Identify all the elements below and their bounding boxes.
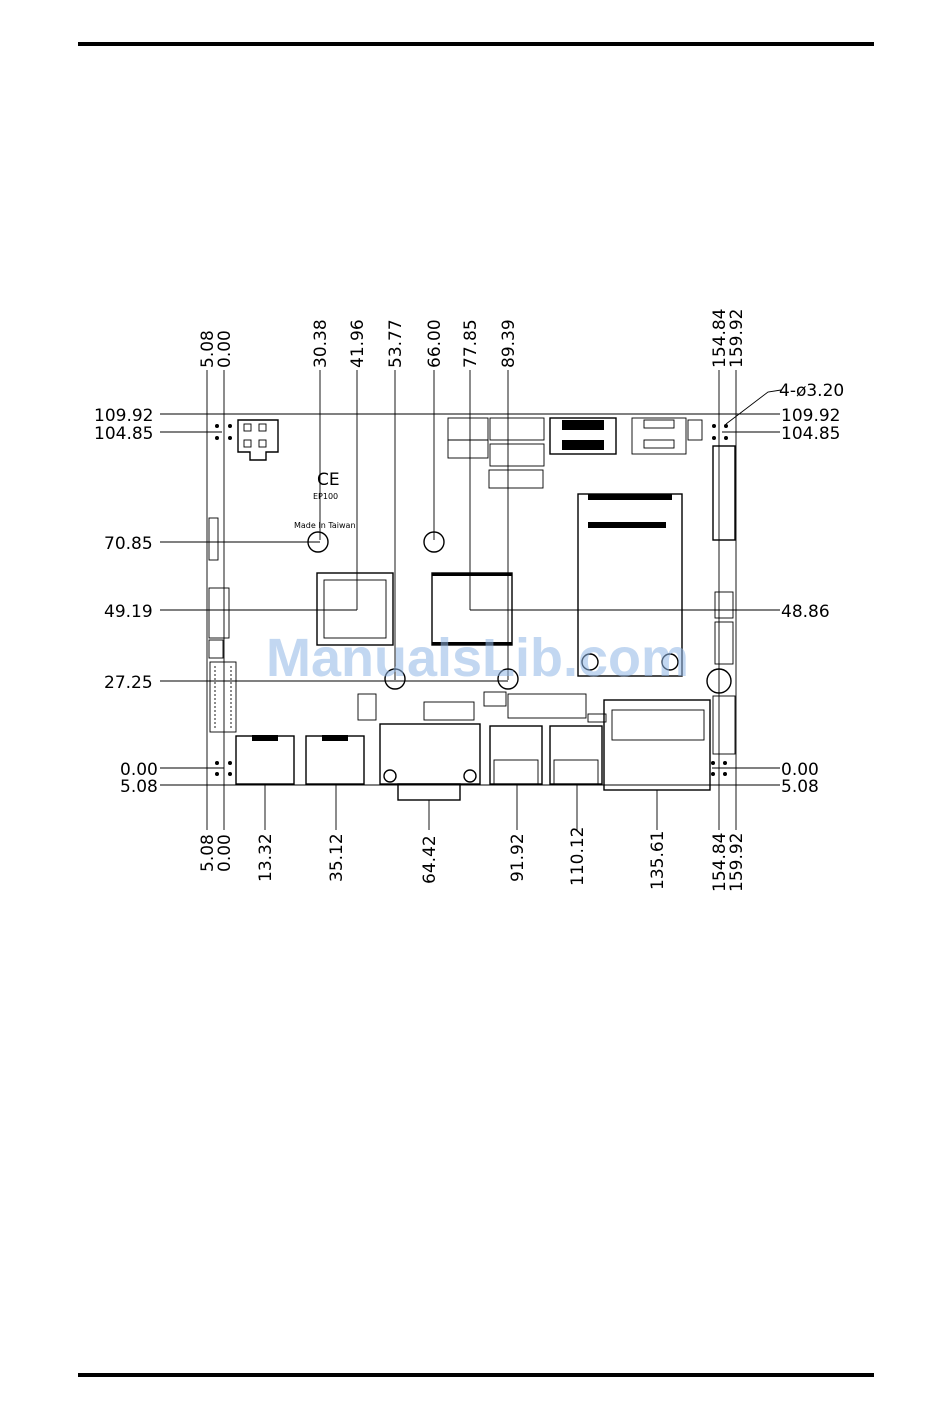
- small-jumper-2: [588, 714, 606, 722]
- watermark: ManualsLib.com: [266, 628, 689, 688]
- sata-connectors: [448, 418, 544, 488]
- lvds-connector: [210, 662, 236, 732]
- lan-port-1: [490, 726, 542, 784]
- label-left-49-19: 49.19: [104, 602, 153, 622]
- audio-connector: [508, 694, 586, 718]
- label-top-30-38: 30.38: [311, 319, 331, 368]
- label-left-70-85: 70.85: [104, 534, 153, 554]
- right-dimension-labels: 4-ø3.20 109.92 104.85 48.86 0.00 5.08: [779, 381, 844, 797]
- label-top-89-39: 89.39: [499, 319, 519, 368]
- usb-port-1: [236, 735, 294, 784]
- label-left-27-25: 27.25: [104, 673, 153, 693]
- label-right-109-92: 109.92: [781, 406, 840, 426]
- label-mounting-holes: 4-ø3.20: [779, 381, 844, 401]
- label-bottom-159-92: 159.92: [727, 833, 747, 892]
- right-header-3: [715, 622, 733, 664]
- label-right-104-85: 104.85: [781, 424, 840, 444]
- label-top-159-92: 159.92: [727, 309, 747, 368]
- com-port: [604, 700, 710, 790]
- power-connector: [238, 420, 278, 460]
- label-bottom-13-32: 13.32: [256, 833, 276, 882]
- right-header-2: [715, 592, 733, 618]
- label-bottom-110-12: 110.12: [568, 827, 588, 886]
- mounting-hole-bottom-left: [215, 761, 232, 776]
- label-top-66-00: 66.00: [425, 319, 445, 368]
- lvds-pins: [215, 666, 231, 728]
- label-right-5-08: 5.08: [781, 777, 819, 797]
- vga-dvi-connector: [380, 724, 480, 800]
- label-bottom-35-12: 35.12: [327, 833, 347, 882]
- label-top-53-77: 53.77: [386, 319, 406, 368]
- left-header-3: [209, 640, 223, 658]
- label-top-0-00: 0.00: [215, 330, 235, 368]
- fan-connector: [358, 694, 376, 720]
- small-connector-top: [632, 418, 702, 454]
- right-header-1: [713, 446, 735, 540]
- bottom-dimension-labels: 5.08 0.00 13.32 35.12 64.42 91.92 110.12…: [198, 827, 747, 892]
- label-bottom-0-00: 0.00: [215, 834, 235, 872]
- label-left-109-92: 109.92: [94, 406, 153, 426]
- label-right-48-86: 48.86: [781, 602, 830, 622]
- right-header-4: [713, 696, 735, 754]
- usb-port-2: [306, 735, 364, 784]
- small-jumper: [484, 692, 506, 706]
- top-dimension-labels: 5.08 0.00 30.38 41.96 53.77 66.00 77.85 …: [198, 309, 747, 368]
- ce-mark: CE: [317, 470, 340, 490]
- label-left-104-85: 104.85: [94, 424, 153, 444]
- label-top-41-96: 41.96: [348, 319, 368, 368]
- origin-marking: Made In Taiwan: [294, 521, 356, 530]
- label-top-77-85: 77.85: [461, 319, 481, 368]
- label-bottom-64-42: 64.42: [420, 835, 440, 884]
- board-components: CE EP100 Made In Taiwan: [209, 418, 735, 800]
- model-marking: EP100: [313, 492, 338, 501]
- left-header-1: [209, 518, 218, 560]
- label-left-5-08: 5.08: [120, 777, 158, 797]
- gpio-header: [424, 702, 474, 720]
- label-bottom-91-92: 91.92: [508, 833, 528, 882]
- dimm-slot: [550, 418, 616, 454]
- label-bottom-135-61: 135.61: [648, 831, 668, 890]
- left-dimension-labels: 109.92 104.85 70.85 49.19 27.25 0.00 5.0…: [94, 406, 158, 797]
- left-header-2: [209, 588, 229, 638]
- lan-port-2: [550, 726, 602, 784]
